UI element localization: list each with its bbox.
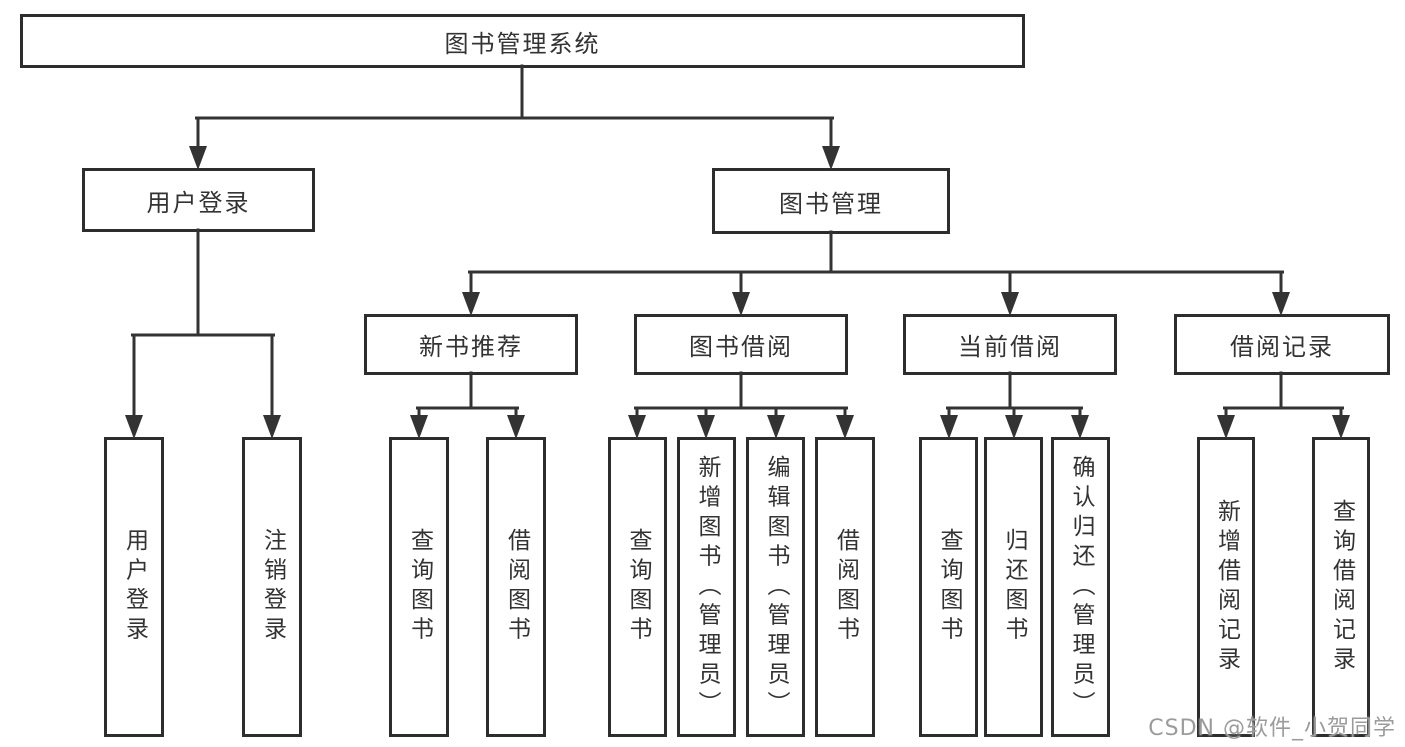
node-current-borrowing: 当前借阅	[903, 314, 1117, 375]
leaf-query-books-borrow: 查询图书	[608, 437, 667, 737]
csdn-watermark: CSDN @软件_小贺同学	[1148, 716, 1396, 741]
leaf-add-book-admin: 新增图书（管理员）	[677, 437, 736, 737]
node-new-book-recommendation: 新书推荐	[364, 314, 578, 375]
node-book-management: 图书管理	[712, 168, 950, 234]
leaf-logout: 注销登录	[242, 437, 302, 737]
node-library-management-system: 图书管理系统	[20, 14, 1025, 68]
leaf-user-login: 用户登录	[104, 437, 164, 737]
leaf-confirm-return-admin: 确认归还（管理员）	[1051, 437, 1110, 737]
leaf-borrow-books-recommend: 借阅图书	[486, 437, 546, 737]
leaf-borrow-books: 借阅图书	[815, 437, 875, 737]
leaf-edit-book-admin: 编辑图书（管理员）	[746, 437, 805, 737]
leaf-return-book: 归还图书	[984, 437, 1043, 737]
leaf-query-books-current: 查询图书	[919, 437, 978, 737]
leaf-query-books-recommend: 查询图书	[389, 437, 449, 737]
node-borrowing-records: 借阅记录	[1174, 314, 1390, 375]
node-user-login: 用户登录	[82, 168, 315, 232]
leaf-query-borrow-record: 查询借阅记录	[1312, 437, 1370, 737]
node-book-borrowing: 图书借阅	[634, 314, 848, 375]
leaf-add-borrow-record: 新增借阅记录	[1197, 437, 1255, 737]
